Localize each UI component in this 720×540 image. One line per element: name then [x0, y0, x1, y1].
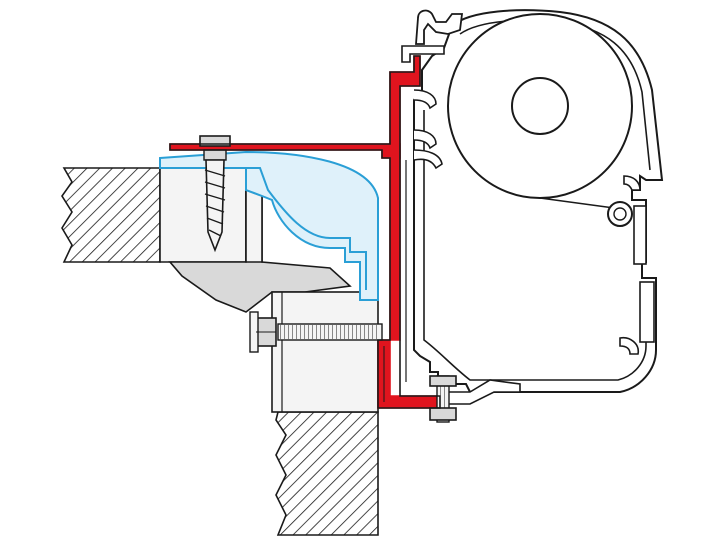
- block-top: [159, 159, 247, 263]
- through-bolt: [249, 311, 383, 353]
- roller-tangent: [539, 197, 615, 209]
- roof-section: [61, 167, 161, 263]
- wood-screw: [199, 135, 231, 253]
- spacer-block: [271, 291, 379, 413]
- bolt-threads: [280, 325, 380, 339]
- nut-top: [429, 375, 457, 387]
- nut-bottom: [429, 407, 457, 421]
- nut-bolt-thread: [438, 378, 448, 420]
- screw-shank: [205, 159, 225, 253]
- wall-section: [275, 411, 379, 536]
- block-foot: [245, 188, 263, 263]
- spacer-body: [271, 291, 379, 413]
- wall-hatch: [275, 411, 379, 536]
- screw-threads: [204, 169, 226, 237]
- seal-inner-line: [246, 167, 367, 290]
- roller-tube: [447, 13, 633, 227]
- roof-hatch: [61, 167, 161, 263]
- seal-strip: [159, 150, 379, 301]
- screw-head: [199, 135, 231, 147]
- cassette-inner-bottom: [423, 110, 647, 381]
- screw-washer: [203, 149, 227, 161]
- bracket-drop: [389, 143, 401, 341]
- cassette-top-hook: [415, 9, 464, 45]
- mounting-block: [159, 159, 352, 313]
- bracket-outline: [169, 55, 441, 409]
- seal-body: [159, 150, 379, 301]
- lead-rail-roll-core: [613, 207, 627, 221]
- cassette-left-channel: [401, 45, 445, 382]
- cassette-lower-lip: [439, 379, 521, 405]
- nut-bolt: [429, 375, 457, 423]
- roller-axle: [511, 77, 569, 135]
- cassette-right-rail: [619, 175, 655, 355]
